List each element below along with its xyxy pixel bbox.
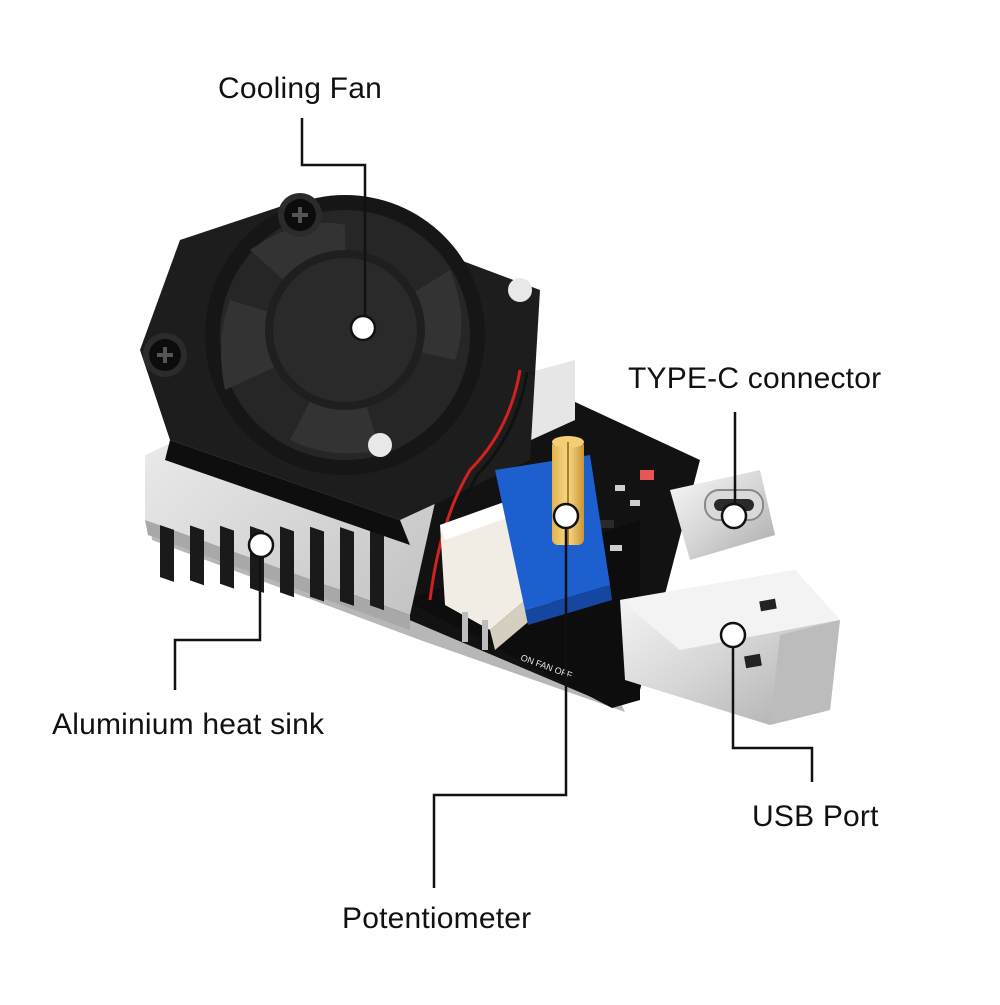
callout-dot-type-c xyxy=(720,502,748,530)
leader-line-potentiometer xyxy=(432,516,568,888)
led-indicator xyxy=(640,470,654,480)
leader-line-usb xyxy=(731,635,814,782)
smd-component xyxy=(615,485,625,491)
callout-dots xyxy=(247,314,748,649)
callout-dot-heat-sink xyxy=(247,531,275,559)
cooling-fan xyxy=(140,193,540,545)
label-usb-port: USB Port xyxy=(752,800,879,833)
label-heat-sink: Aluminium heat sink xyxy=(52,708,325,741)
smd-component xyxy=(600,520,614,528)
callout-dot-usb xyxy=(719,621,747,649)
smd-component xyxy=(630,500,640,506)
leader-lines xyxy=(173,118,814,888)
heat-sink-fins xyxy=(160,525,384,611)
callout-dot-potentiometer xyxy=(552,502,580,530)
leader-line-cooling-fan xyxy=(300,118,367,328)
label-type-c-connector: TYPE-C connector xyxy=(628,362,882,395)
callout-dot-cooling-fan xyxy=(349,314,377,342)
fan-mount-screw xyxy=(143,333,187,377)
smd-component xyxy=(610,545,622,551)
leader-line-heat-sink xyxy=(173,545,262,690)
label-potentiometer: Potentiometer xyxy=(342,902,532,935)
fan-mount-hole xyxy=(508,278,532,302)
fan-mount-screw xyxy=(278,193,322,237)
fan-mount-hole xyxy=(368,433,392,457)
label-cooling-fan: Cooling Fan xyxy=(218,72,382,105)
